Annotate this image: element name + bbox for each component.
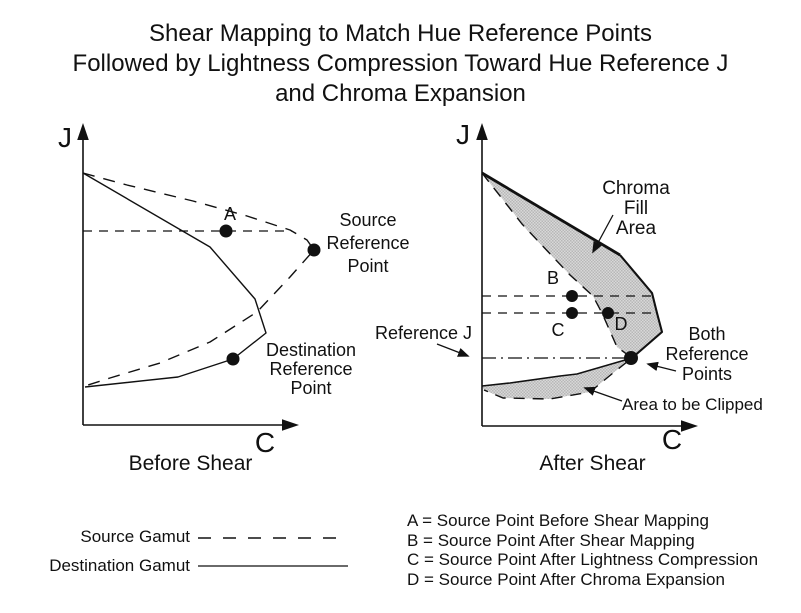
legend-destination-gamut-label: Destination Gamut: [49, 556, 190, 575]
label-line: Reference: [326, 233, 410, 253]
right-source-gamut-curve: [481, 172, 633, 400]
key-line-c: C = Source Point After Lightness Compres…: [407, 550, 759, 569]
point-key: A = Source Point Before Shear Mapping B …: [407, 511, 758, 589]
right-y-axis-arrowhead: [476, 123, 488, 140]
figure-title: Shear Mapping to Match Hue Reference Poi…: [0, 19, 801, 109]
label-line: Source: [339, 210, 397, 230]
left-destination-gamut-curve: [82, 172, 267, 388]
chroma-fill-area-region: [482, 173, 662, 358]
chroma-fill-arrow: [592, 214, 614, 254]
reference-j-arrow: [436, 343, 470, 357]
area-clipped-arrow: [583, 386, 623, 402]
title-line-1: Shear Mapping to Match Hue Reference Poi…: [149, 20, 652, 47]
label-line: Point: [290, 378, 332, 398]
label-line: Point: [347, 256, 389, 276]
both-reference-points-label: Both Reference Points: [655, 324, 759, 384]
label-line: Area: [615, 218, 657, 239]
both-reference-points-arrow: [646, 361, 677, 372]
point-b-marker: [566, 290, 578, 302]
right-x-axis-label: C: [661, 424, 683, 455]
label-line: Reference: [269, 359, 353, 379]
title-line-2: Followed by Lightness Compression Toward…: [72, 50, 729, 77]
area-to-be-clipped-label: Area to be Clipped: [622, 395, 763, 414]
reference-j-label: Reference J: [375, 323, 473, 343]
area-to-be-clipped-region: [482, 358, 632, 399]
key-line-a: A = Source Point Before Shear Mapping: [407, 511, 709, 530]
title-line-3: and Chroma Expansion: [275, 80, 526, 107]
destination-reference-point-marker: [226, 352, 240, 366]
label-line: Destination: [265, 340, 357, 360]
label-line: Points: [681, 364, 733, 384]
both-reference-points-marker: [624, 351, 638, 365]
right-destination-gamut-curve-side: [619, 254, 664, 359]
after-shear-caption: After Shear: [539, 452, 646, 475]
point-d-label: D: [614, 314, 628, 334]
key-line-b: B = Source Point After Shear Mapping: [407, 530, 695, 550]
key-line-d: D = Source Point After Chroma Expansion: [407, 569, 725, 589]
source-reference-point-label: Source Reference Point: [316, 209, 420, 278]
left-x-axis-label: C: [254, 427, 276, 458]
legend-source-gamut-label: Source Gamut: [80, 527, 190, 546]
right-x-axis-arrowhead: [681, 420, 698, 432]
source-reference-point-marker: [307, 243, 321, 257]
point-c-marker: [566, 307, 578, 319]
destination-reference-point-label: Destination Reference Point: [259, 341, 363, 398]
point-d-marker: [602, 307, 614, 319]
before-shear-caption: Before Shear: [128, 452, 253, 475]
left-source-gamut-curve: [82, 172, 315, 387]
point-a-label: A: [223, 204, 236, 224]
point-a-marker: [219, 224, 233, 238]
right-y-axis-label: J: [456, 119, 470, 150]
point-c-label: C: [551, 320, 565, 340]
label-line: Fill: [623, 198, 649, 219]
left-y-axis-arrowhead: [77, 123, 89, 140]
left-x-axis-arrowhead: [282, 419, 299, 431]
label-line: Chroma: [602, 178, 670, 199]
left-y-axis-label: J: [58, 122, 72, 153]
label-line: Reference: [665, 344, 749, 364]
point-b-label: B: [546, 268, 559, 288]
chroma-fill-area-label: Chroma Fill Area: [584, 179, 688, 239]
right-destination-gamut-curve-bottom: [481, 357, 633, 387]
label-line: Both: [688, 324, 726, 344]
